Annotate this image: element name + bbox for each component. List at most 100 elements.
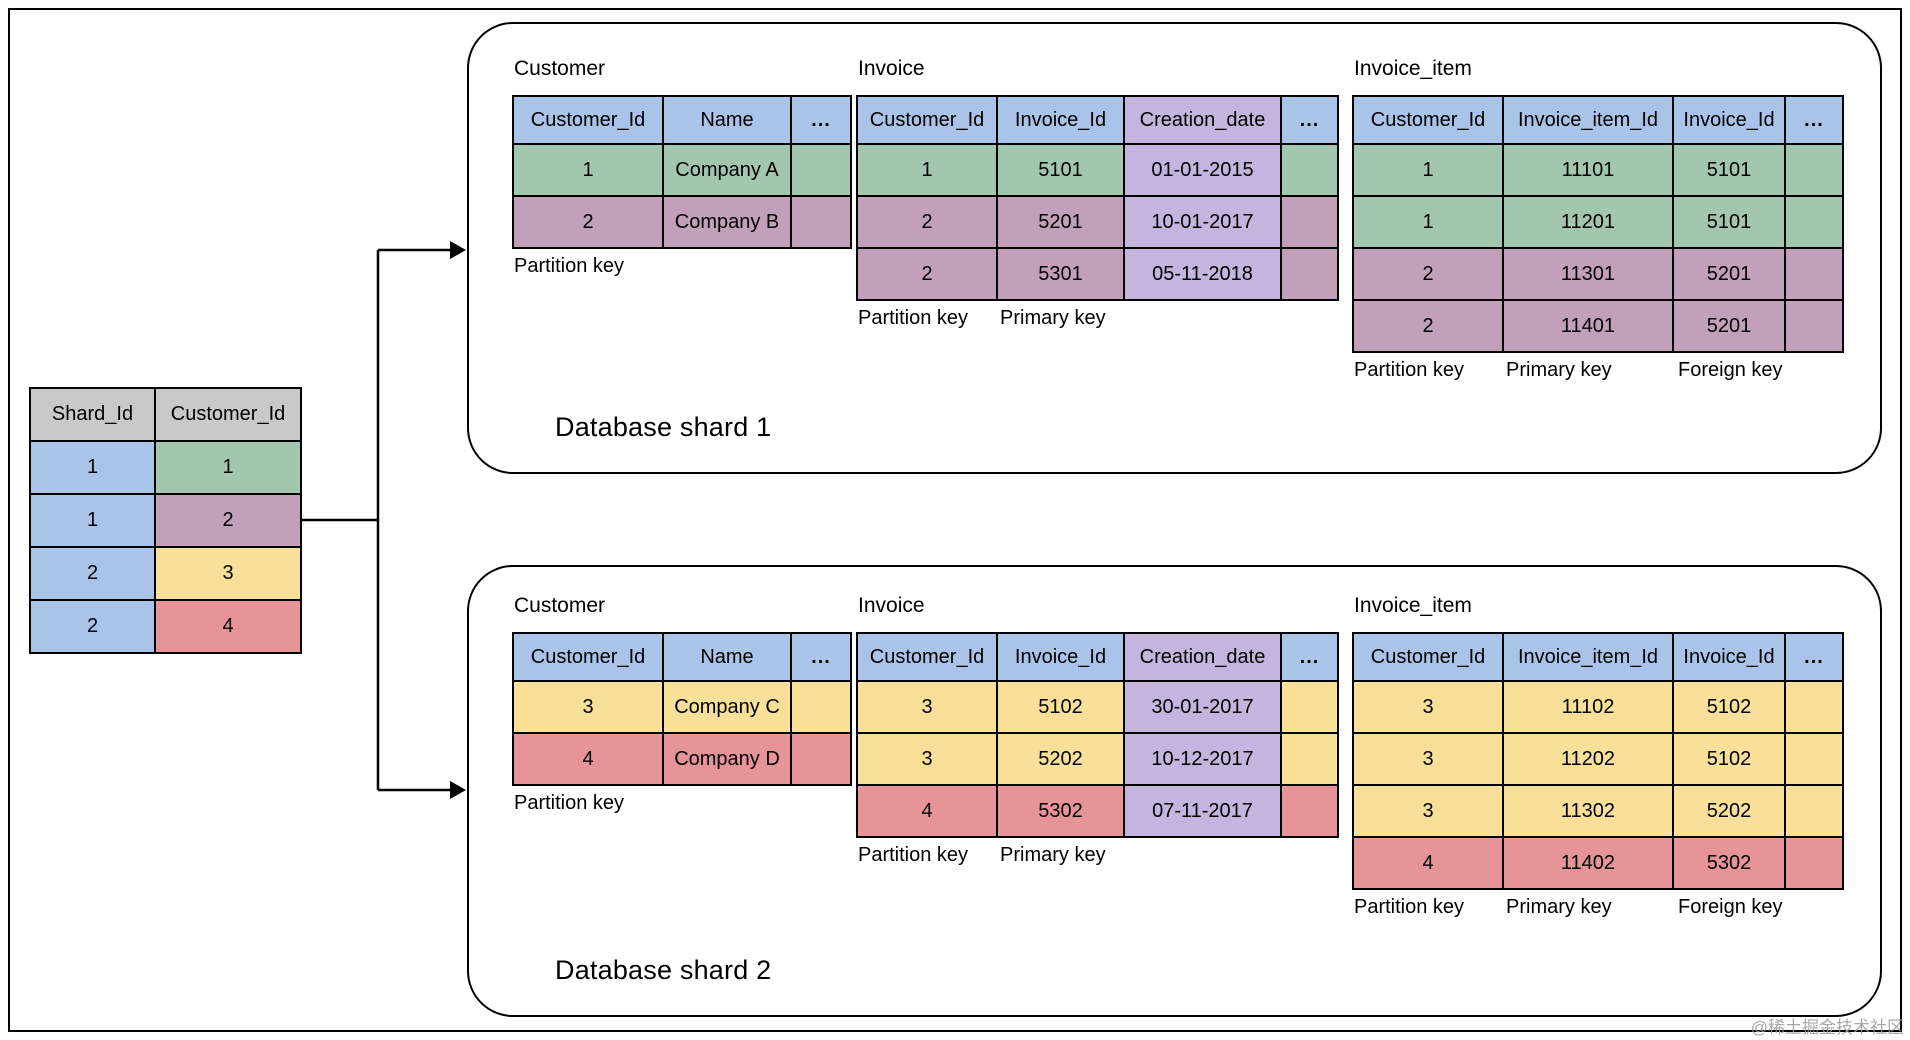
table-cell: 5202 bbox=[1672, 784, 1786, 838]
table-cell bbox=[1784, 680, 1844, 734]
key-label: Foreign key bbox=[1678, 896, 1783, 918]
column-header: Invoice_Id bbox=[996, 632, 1125, 682]
key-label: Partition key bbox=[514, 792, 625, 814]
table-cell: 11102 bbox=[1502, 680, 1674, 734]
table-cell: 11302 bbox=[1502, 784, 1674, 838]
table-cell: 5102 bbox=[996, 680, 1125, 734]
table-cell: 5102 bbox=[1672, 732, 1786, 786]
column-header: Invoice_Id bbox=[1672, 95, 1786, 145]
column-header: ... bbox=[1280, 95, 1339, 145]
table-cell: 2 bbox=[1352, 299, 1504, 353]
table-cell bbox=[790, 732, 852, 786]
key-label: Primary key bbox=[1506, 359, 1612, 381]
table-cell: 5201 bbox=[996, 195, 1125, 249]
column-header: ... bbox=[790, 95, 852, 145]
table-cell: 1 bbox=[1352, 195, 1504, 249]
table-cell: Company D bbox=[662, 732, 792, 786]
table-cell: Company B bbox=[662, 195, 792, 249]
column-header: Invoice_Id bbox=[1672, 632, 1786, 682]
table-cell: 5101 bbox=[1672, 143, 1786, 197]
key-label: Primary key bbox=[1506, 896, 1612, 918]
table-title: Customer bbox=[514, 594, 606, 617]
column-header: Invoice_item_Id bbox=[1502, 95, 1674, 145]
table-cell: 2 bbox=[512, 195, 664, 249]
table-cell: 3 bbox=[1352, 732, 1504, 786]
table-cell: 5301 bbox=[996, 247, 1125, 301]
key-label: Primary key bbox=[1000, 307, 1106, 329]
column-header: Name bbox=[662, 95, 792, 145]
column-header: Customer_Id bbox=[154, 387, 302, 442]
table-cell: 5302 bbox=[996, 784, 1125, 838]
table-cell: 1 bbox=[512, 143, 664, 197]
shard-2-label: Database shard 2 bbox=[555, 955, 772, 985]
table-cell: 01-01-2015 bbox=[1123, 143, 1282, 197]
column-header: Invoice_Id bbox=[996, 95, 1125, 145]
table-cell bbox=[1280, 143, 1339, 197]
column-header: Customer_Id bbox=[1352, 632, 1504, 682]
column-header: ... bbox=[1784, 632, 1844, 682]
table-cell bbox=[1784, 836, 1844, 890]
table-cell: 2 bbox=[856, 195, 998, 249]
column-header: Name bbox=[662, 632, 792, 682]
column-header: Customer_Id bbox=[1352, 95, 1504, 145]
table-cell: 2 bbox=[29, 546, 156, 601]
table-cell: 4 bbox=[856, 784, 998, 838]
table-cell: 4 bbox=[512, 732, 664, 786]
table-cell: 1 bbox=[29, 440, 156, 495]
table-cell: 11401 bbox=[1502, 299, 1674, 353]
table-cell: 07-11-2017 bbox=[1123, 784, 1282, 838]
table-cell: 30-01-2017 bbox=[1123, 680, 1282, 734]
column-header: Shard_Id bbox=[29, 387, 156, 442]
table-title: Invoice bbox=[858, 594, 925, 617]
table-cell: 3 bbox=[856, 732, 998, 786]
key-label: Partition key bbox=[514, 255, 625, 277]
column-header: ... bbox=[1784, 95, 1844, 145]
column-header: Customer_Id bbox=[512, 632, 664, 682]
table-cell bbox=[1784, 247, 1844, 301]
table-cell: 4 bbox=[1352, 836, 1504, 890]
table-cell: 5201 bbox=[1672, 299, 1786, 353]
table-cell: 3 bbox=[1352, 680, 1504, 734]
table-cell: 2 bbox=[29, 599, 156, 654]
table-cell bbox=[1280, 732, 1339, 786]
key-label: Partition key bbox=[858, 844, 969, 866]
table-cell bbox=[1280, 247, 1339, 301]
table-cell: 2 bbox=[154, 493, 302, 548]
table-cell: 10-12-2017 bbox=[1123, 732, 1282, 786]
table-cell bbox=[1784, 143, 1844, 197]
shard-1-label: Database shard 1 bbox=[555, 412, 772, 442]
table-cell bbox=[1784, 195, 1844, 249]
key-label: Primary key bbox=[1000, 844, 1106, 866]
table-cell: 11201 bbox=[1502, 195, 1674, 249]
table-cell: 5102 bbox=[1672, 680, 1786, 734]
column-header: Customer_Id bbox=[856, 632, 998, 682]
table-cell bbox=[790, 680, 852, 734]
table-cell bbox=[1784, 784, 1844, 838]
table-cell: 3 bbox=[856, 680, 998, 734]
table-cell: 11101 bbox=[1502, 143, 1674, 197]
table-title: Invoice_item bbox=[1354, 57, 1472, 80]
column-header: Invoice_item_Id bbox=[1502, 632, 1674, 682]
column-header: Customer_Id bbox=[512, 95, 664, 145]
table-cell: 11301 bbox=[1502, 247, 1674, 301]
key-label: Partition key bbox=[858, 307, 969, 329]
